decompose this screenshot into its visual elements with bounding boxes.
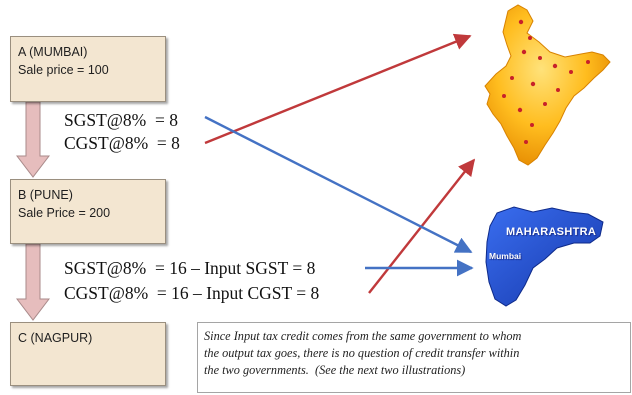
sale-b-sgst-text: SGST@8% = 16 – Input SGST = 8 [64, 258, 316, 278]
box-b-pune: B (PUNE) Sale Price = 200 [10, 179, 166, 244]
box-b-sale-price: Sale Price = 200 [18, 206, 111, 220]
maharashtra-map [485, 206, 604, 307]
sale-a-sgst-text: SGST@8% = 8 [64, 110, 178, 130]
box-a-mumbai: A (MUMBAI) Sale price = 100 [10, 36, 166, 102]
box-c-nagpur: C (NAGPUR) [10, 322, 166, 386]
flow-arrow-a-to-b [15, 101, 51, 178]
cgst-a-to-center-arrow [204, 33, 472, 145]
sale-b-cgst-text: CGST@8% = 16 – Input CGST = 8 [64, 283, 320, 303]
explanation-note: Since Input tax credit comes from the sa… [197, 322, 631, 393]
india-map [484, 4, 611, 166]
note-line-3: the two governments. (See the next two i… [204, 363, 466, 377]
box-c-title: C (NAGPUR) [18, 331, 93, 345]
maharashtra-label: MAHARASHTRA [506, 226, 597, 238]
mumbai-label: Mumbai [489, 251, 522, 261]
flow-arrow-b-to-c [15, 243, 51, 321]
box-a-sale-price: Sale price = 100 [18, 63, 109, 77]
note-line-2: the output tax goes, there is no questio… [204, 346, 520, 360]
sale-a-cgst-text: CGST@8% = 8 [64, 133, 180, 153]
box-a-title: A (MUMBAI) [18, 45, 88, 59]
sgst-a-to-state-arrow [204, 115, 473, 254]
box-b-title: B (PUNE) [18, 188, 73, 202]
note-line-1: Since Input tax credit comes from the sa… [204, 329, 522, 343]
